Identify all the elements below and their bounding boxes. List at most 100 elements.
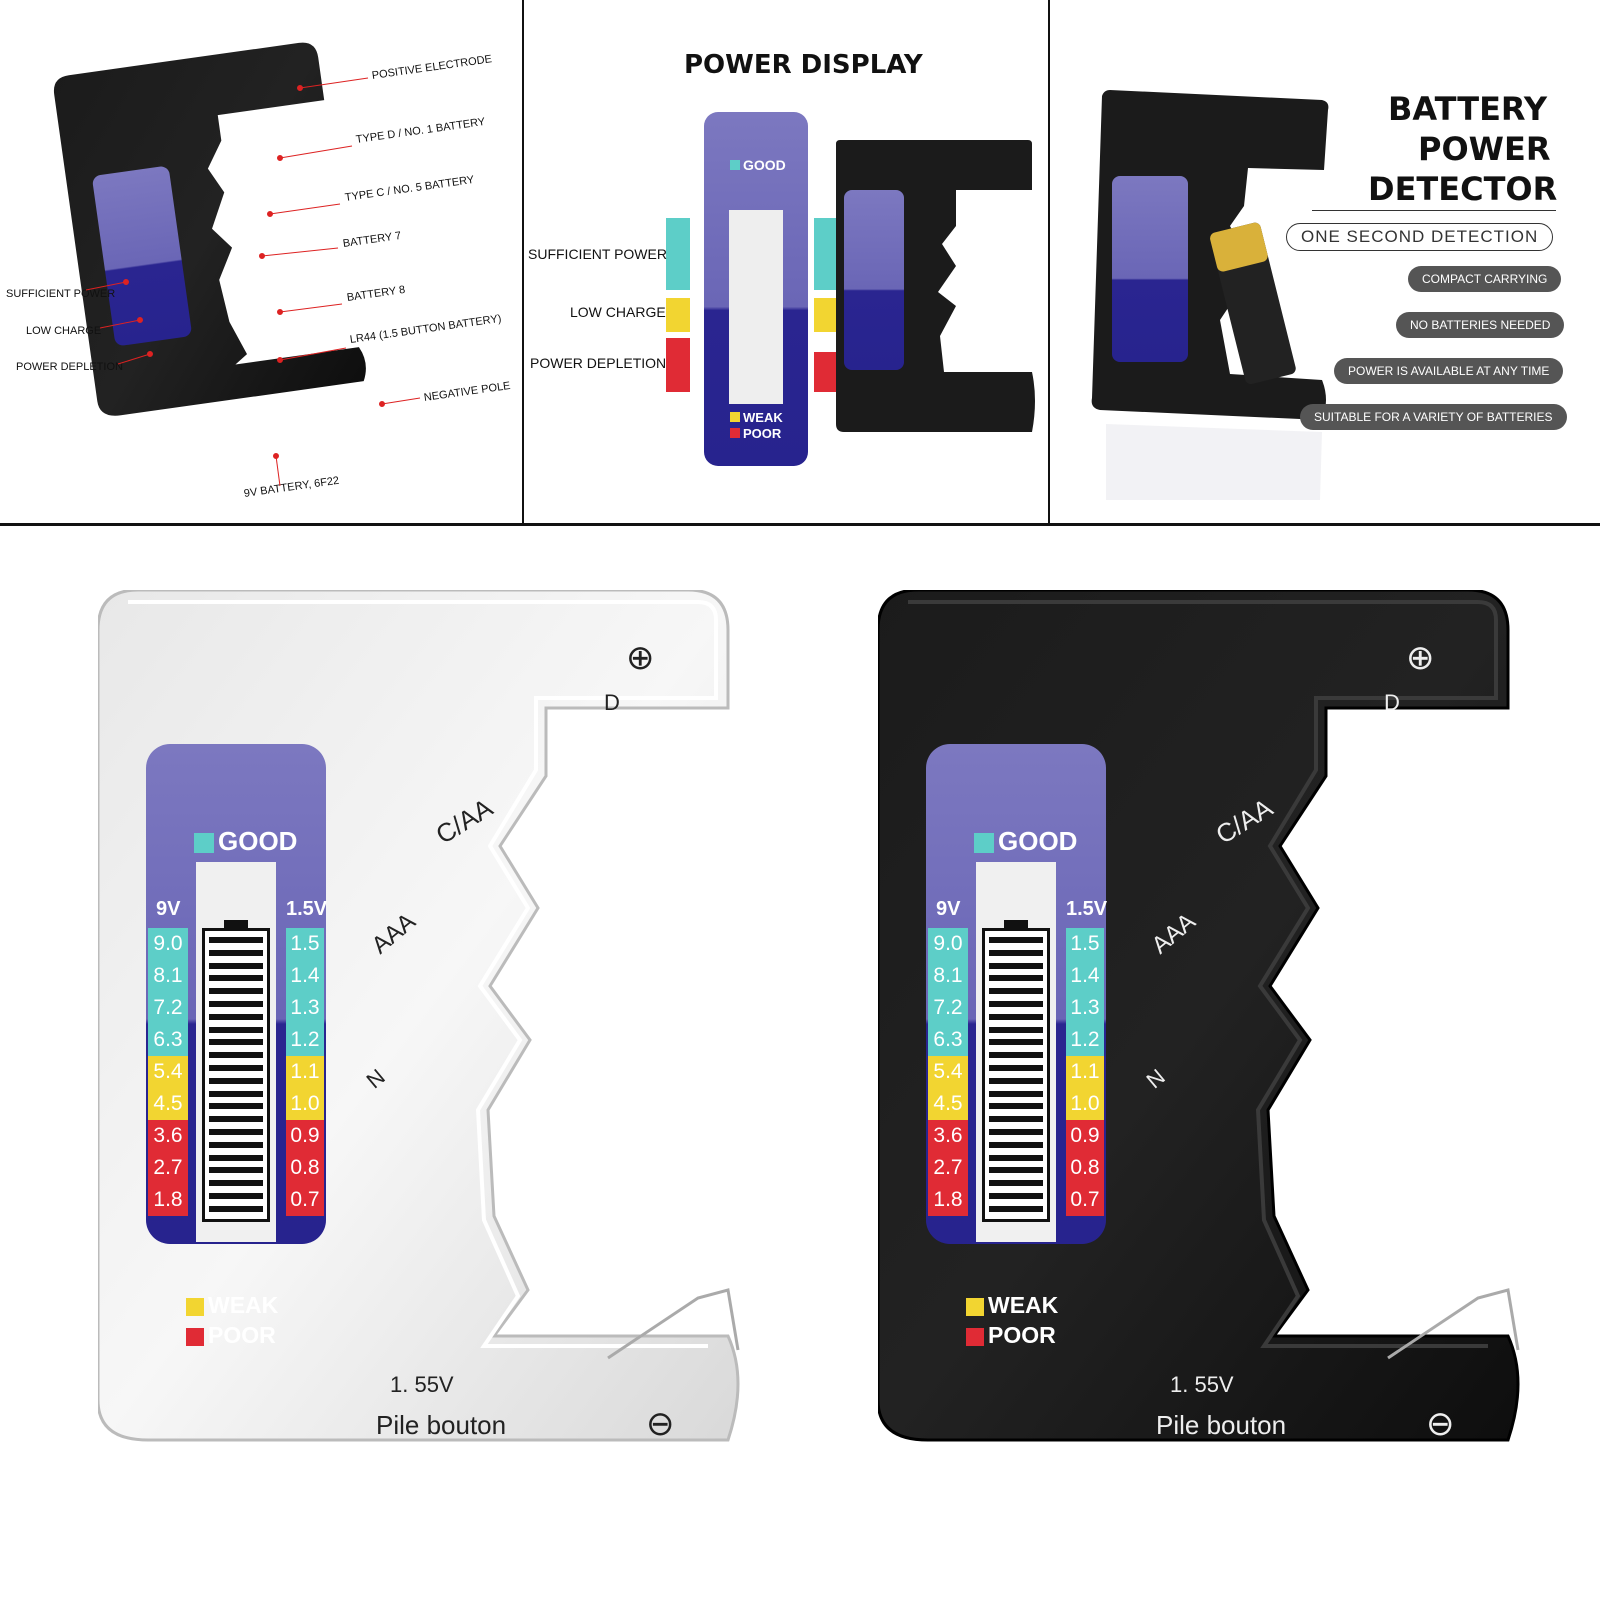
label-depletion: POWER DEPLETION xyxy=(16,361,123,373)
black-good-text: GOOD xyxy=(998,826,1078,856)
black-gauge-segment xyxy=(989,1026,1043,1033)
silver-d-label: D xyxy=(604,690,620,715)
divider-1 xyxy=(522,0,524,525)
black-15v-value: 1.2 xyxy=(1066,1024,1104,1056)
silver-9v-value: 2.7 xyxy=(148,1152,188,1184)
silver-gauge-segment xyxy=(209,1154,263,1161)
black-15v-value: 0.8 xyxy=(1066,1152,1104,1184)
title-detector: DETECTOR xyxy=(1368,170,1558,208)
silver-15v-value: 1.2 xyxy=(286,1024,324,1056)
black-gauge-segment xyxy=(989,988,1043,995)
bar-low-left xyxy=(666,298,690,332)
silver-15v-header: 1.5V xyxy=(286,898,328,920)
silver-gauge-segment xyxy=(209,949,263,956)
black-15v-value: 1.5 xyxy=(1066,928,1104,960)
label-power-depletion: POWER DEPLETION xyxy=(530,355,667,371)
black-15v-value: 1.4 xyxy=(1066,960,1104,992)
large-weak-label: WEAK xyxy=(730,410,783,425)
black-15v-value: 1.1 xyxy=(1066,1056,1104,1088)
label-sufficient-power: SUFFICIENT POWER xyxy=(528,246,667,262)
black-spring-clip xyxy=(1387,1288,1520,1360)
aa-battery xyxy=(1210,222,1296,385)
silver-plus-icon: ⊕ xyxy=(626,639,655,677)
black-gauge-segment xyxy=(989,1039,1043,1046)
silver-button-label: Pile bouton xyxy=(376,1410,507,1440)
panel-labeled-diagram: POSITIVE ELECTRODE TYPE D / NO. 1 BATTER… xyxy=(0,0,523,523)
black-9v-value: 2.7 xyxy=(928,1152,968,1184)
silver-gauge-cap xyxy=(224,920,248,928)
black-d-label: D xyxy=(1384,690,1400,715)
silver-gauge-segment xyxy=(209,1141,263,1148)
silver-15v-value: 0.8 xyxy=(286,1152,324,1184)
labeled-device-illustration xyxy=(53,42,366,416)
black-gauge-segment xyxy=(989,975,1043,982)
black-gauge-segment xyxy=(989,1193,1043,1199)
silver-9v-value: 6.3 xyxy=(148,1024,188,1056)
black-poor-label: POOR xyxy=(966,1322,1056,1349)
silver-15v-value: 1.0 xyxy=(286,1088,324,1120)
silver-15v-value: 1.4 xyxy=(286,960,324,992)
black-gauge-segment xyxy=(989,1001,1043,1007)
silver-gauge-segment xyxy=(209,1001,263,1007)
feature-available: POWER IS AVAILABLE AT ANY TIME xyxy=(1334,358,1564,384)
black-battery-gauge xyxy=(982,928,1050,1222)
silver-gauge-segment xyxy=(209,1167,263,1174)
divider-horizontal xyxy=(0,523,1600,526)
black-gauge-segment xyxy=(989,1205,1043,1212)
silver-gauge-segment xyxy=(209,1116,263,1123)
silver-poor-swatch xyxy=(186,1327,204,1346)
black-9v-value: 9.0 xyxy=(928,928,968,960)
power-display-graphic xyxy=(666,112,1035,466)
silver-15v-value: 1.5 xyxy=(286,928,324,960)
black-15v-value: 0.9 xyxy=(1066,1120,1104,1152)
feature-variety: SUITABLE FOR A VARIETY OF BATTERIES xyxy=(1300,404,1567,430)
silver-gauge-segment xyxy=(209,1013,263,1020)
black-15v-value: 1.0 xyxy=(1066,1088,1104,1120)
panel-power-display: POWER DISPLAY SUFFICIENT POWER LOW CHARG… xyxy=(524,0,1048,523)
silver-poor-text: POOR xyxy=(208,1322,276,1348)
small-device-screen xyxy=(844,190,904,370)
silver-battery-gauge xyxy=(202,928,270,1222)
silver-spring-clip xyxy=(607,1288,740,1360)
lcd-screen xyxy=(92,166,192,346)
large-good-label: GOOD xyxy=(730,157,786,173)
silver-15v-value: 0.9 xyxy=(286,1120,324,1152)
black-gauge-segment xyxy=(989,1077,1043,1084)
black-gauge-segment xyxy=(989,1065,1043,1071)
silver-9v-value: 1.8 xyxy=(148,1184,188,1216)
silver-gauge-segment xyxy=(209,1205,263,1212)
black-gauge-segment xyxy=(989,937,1043,943)
title-power: POWER xyxy=(1418,130,1551,168)
black-gauge-segment xyxy=(989,962,1043,969)
label-sufficient: SUFFICIENT POWER xyxy=(6,288,116,300)
silver-9v-value: 9.0 xyxy=(148,928,188,960)
annotation-lines xyxy=(85,77,421,487)
black-15v-value: 0.7 xyxy=(1066,1184,1104,1216)
black-gauge-segment xyxy=(989,1090,1043,1097)
black-gauge-segment xyxy=(989,949,1043,956)
black-button-label: Pile bouton xyxy=(1156,1410,1287,1440)
black-weak-text: WEAK xyxy=(988,1292,1059,1318)
label-low: LOW CHARGE xyxy=(26,325,102,337)
black-weak-label: WEAK xyxy=(966,1292,1058,1319)
black-gauge-segment xyxy=(989,1129,1043,1135)
black-inner-bevel xyxy=(908,600,1498,1348)
black-9v-header: 9V xyxy=(936,898,961,920)
silver-gauge-segment xyxy=(209,1026,263,1033)
black-good-label: GOOD xyxy=(974,826,1077,857)
silver-9v-header: 9V xyxy=(156,898,181,920)
silver-gauge-segment xyxy=(209,1065,263,1071)
silver-poor-label: POOR xyxy=(186,1322,276,1349)
label-low-charge: LOW CHARGE xyxy=(570,304,666,320)
black-gauge-segment xyxy=(989,1103,1043,1110)
silver-gauge-segment xyxy=(209,1090,263,1097)
silver-gauge-segment xyxy=(209,1039,263,1046)
black-15v-header: 1.5V xyxy=(1066,898,1108,920)
feature-no-batteries: NO BATTERIES NEEDED xyxy=(1396,312,1565,338)
silver-9v-value: 8.1 xyxy=(148,960,188,992)
silver-gauge-segment xyxy=(209,1052,263,1059)
silver-weak-text: WEAK xyxy=(208,1292,279,1318)
black-gauge-segment xyxy=(989,1180,1043,1187)
title-battery: BATTERY xyxy=(1388,90,1547,128)
black-gauge-segment xyxy=(989,1141,1043,1148)
